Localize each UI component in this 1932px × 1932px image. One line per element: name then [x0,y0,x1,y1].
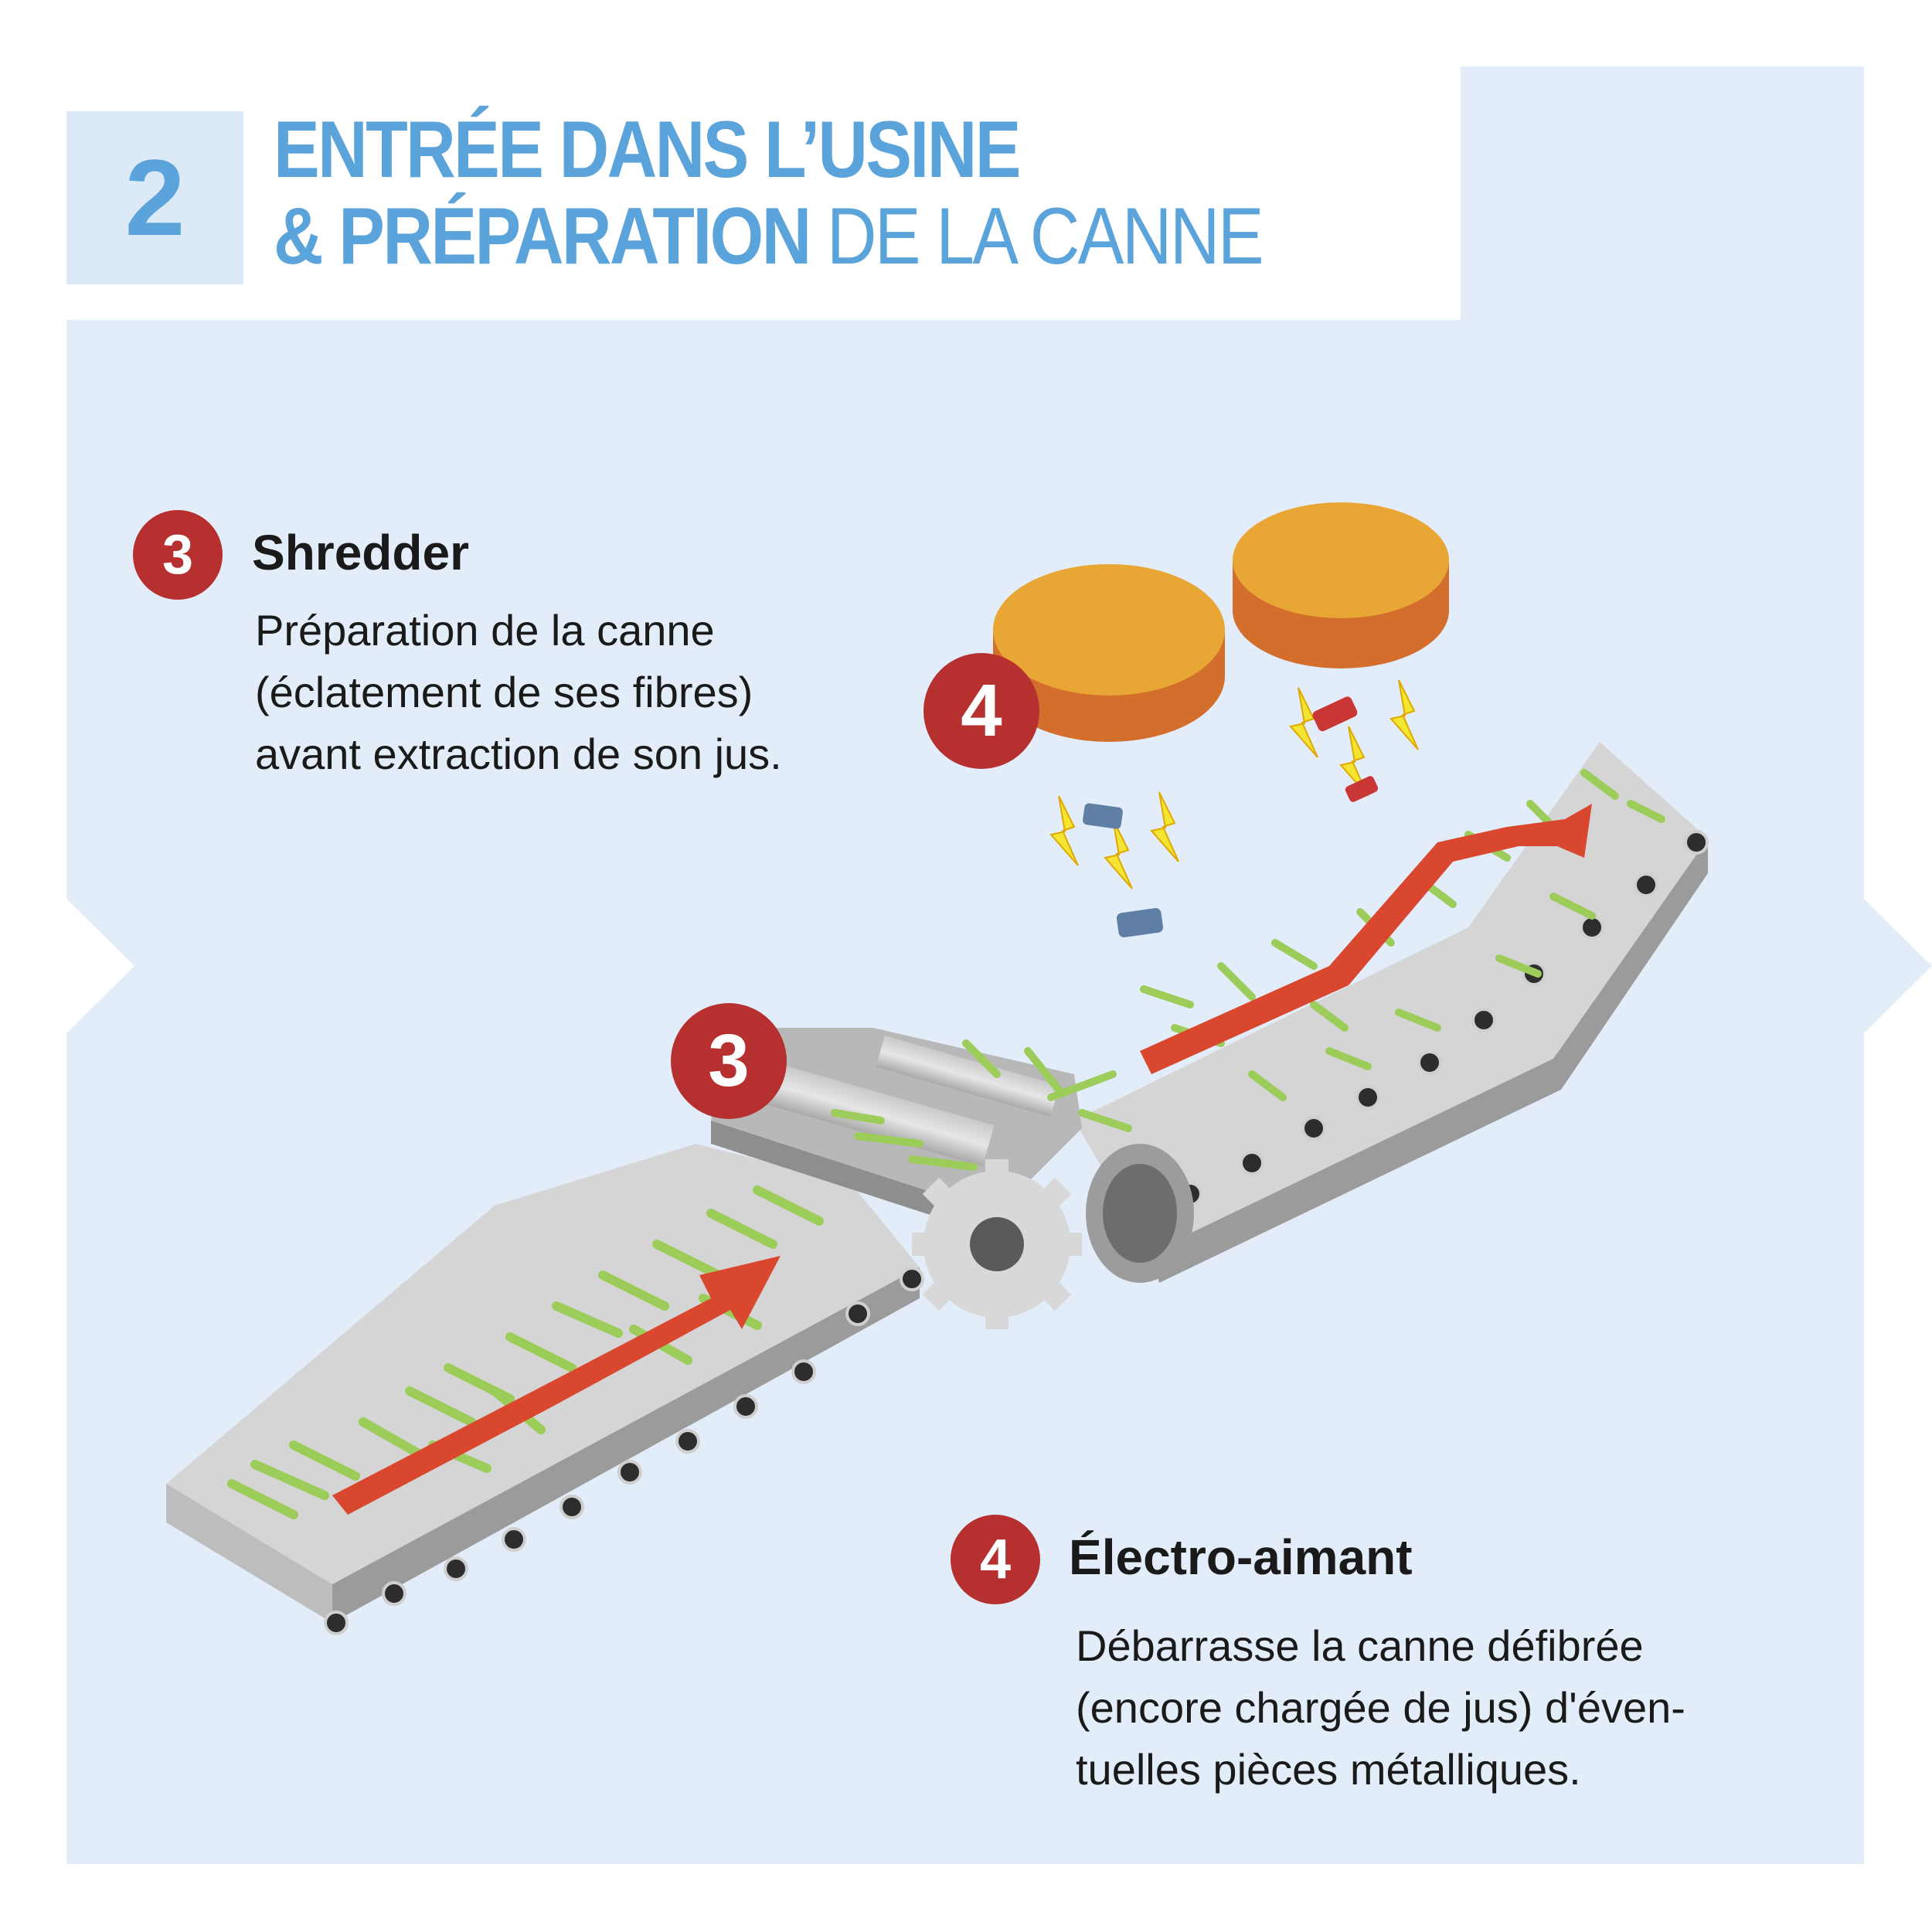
electromagnet-left [993,564,1225,742]
electromagnet-marker: 4 [923,653,1039,769]
upper-conveyor [1074,742,1709,1283]
title-line2-bold: & PRÉPARATION [274,192,811,281]
step-4-title: Électro-aimant [1069,1529,1413,1585]
step-number-box: 2 [66,111,243,284]
step-3-description: Préparation de la canne (éclatement de s… [255,600,782,785]
upper-flow-arrow [1140,804,1592,1074]
step-4-description: Débarrasse la canne défibrée (encore cha… [1076,1615,1685,1801]
step-3-badge: 3 [133,510,223,600]
electromagnet-right [1233,502,1449,668]
gear-icon [912,1159,1082,1329]
step-number: 2 [124,137,185,258]
step-4-line: tuelles pièces métalliques. [1076,1745,1581,1794]
shredder-machine [711,1028,1194,1329]
step-3-line: avant extraction de son jus. [255,730,782,778]
lower-conveyor [166,1144,924,1635]
step-3-line: (éclatement de ses fibres) [255,668,753,716]
lower-cane-pieces [227,1185,824,1519]
step-3-line: Préparation de la canne [255,606,715,655]
title-line1: ENTRÉE DANS L’USINE [274,105,1021,195]
lower-rollers [324,1267,924,1635]
lightning-icons [1049,679,1419,889]
step-4-badge: 4 [951,1515,1040,1604]
step-4-line: Débarrasse la canne défibrée [1076,1621,1644,1670]
shredder-marker: 3 [671,1003,787,1119]
step-3-title: Shredder [252,525,469,580]
page-title: ENTRÉE DANS L’USINE & PRÉPARATION DE LA … [274,105,1264,281]
metal-can-icons [1083,696,1379,937]
shredder-cane-pieces [831,1039,1132,1171]
lower-flow-arrow [332,1256,781,1515]
step-4-line: (encore chargée de jus) d'éven- [1076,1683,1685,1732]
upper-rollers [1178,830,1709,1206]
title-line2-light: DE LA CANNE [809,192,1264,281]
